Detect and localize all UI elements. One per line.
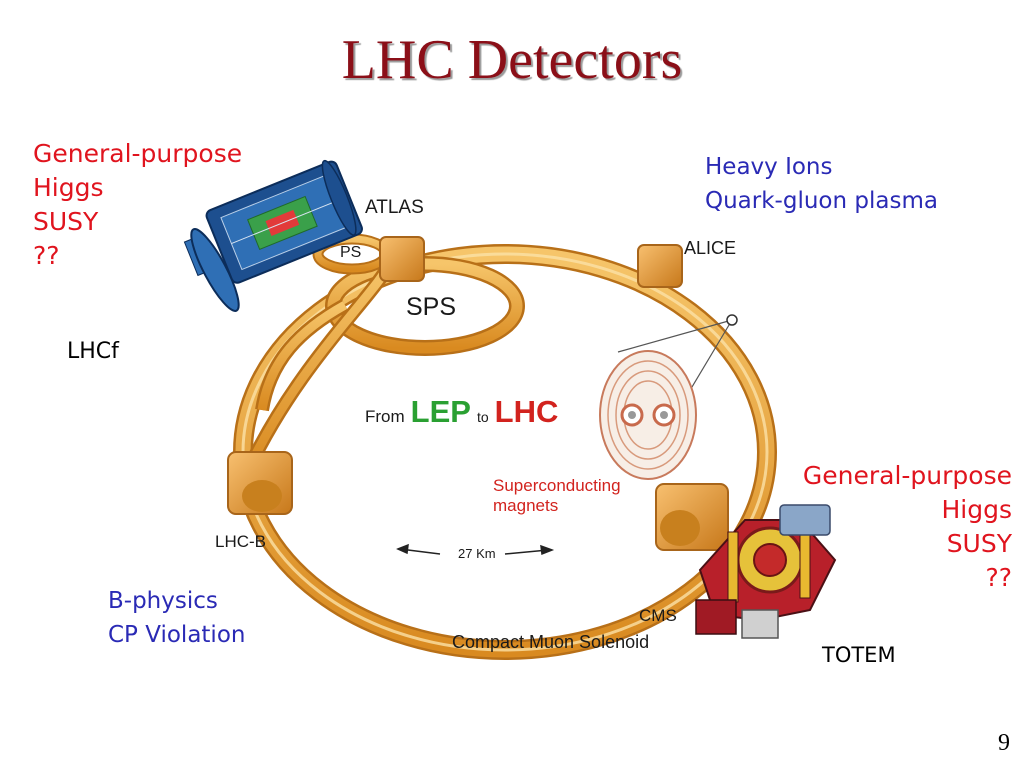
cms-physics-item: SUSY xyxy=(946,529,1012,558)
magnets-line-1: Superconducting xyxy=(493,476,621,495)
distance-label: 27 Km xyxy=(458,546,496,561)
magnets-caption: Superconducting magnets xyxy=(493,476,621,516)
lep-to-lhc-caption: From LEP to LHC xyxy=(365,394,558,430)
slide-title: LHC Detectors xyxy=(341,29,683,91)
alice-cavern xyxy=(637,244,683,288)
lhc-word: LHC xyxy=(494,394,559,429)
atlas-physics-item: Higgs xyxy=(33,173,104,202)
totem-label: TOTEM xyxy=(822,643,896,667)
alice-physics-item: Quark-gluon plasma xyxy=(705,188,938,214)
alice-physics-item: Heavy Ions xyxy=(705,154,833,180)
lhcb-physics-item: B-physics xyxy=(108,588,218,614)
lhcb-cavern xyxy=(227,451,293,515)
magnet-cross-section xyxy=(599,314,738,480)
atlas-physics-item: General-purpose xyxy=(33,139,243,168)
cms-full-name: Compact Muon Solenoid xyxy=(452,632,650,652)
atlas-label: ATLAS xyxy=(365,197,424,218)
cms-cavern xyxy=(655,483,729,551)
alice-label: ALICE xyxy=(684,238,737,258)
distance-arrow xyxy=(396,543,555,556)
from-word: From xyxy=(365,407,405,426)
cms-physics-list: General-purpose Higgs SUSY ?? xyxy=(803,459,1012,595)
lhcf-label: LHCf xyxy=(67,339,119,364)
atlas-cavern xyxy=(379,236,425,282)
lhcb-physics-list: B-physics CP Violation xyxy=(108,584,245,652)
alice-physics-list: Heavy Ions Quark-gluon plasma xyxy=(705,150,938,218)
lhcb-physics-item: CP Violation xyxy=(108,622,246,648)
atlas-physics-item: SUSY xyxy=(33,207,99,236)
cms-physics-item: General-purpose xyxy=(802,461,1012,490)
cms-physics-item: Higgs xyxy=(941,495,1012,524)
sps-label: SPS xyxy=(406,293,457,321)
page-number: 9 xyxy=(998,730,1010,756)
ps-label: PS xyxy=(340,244,362,261)
atlas-physics-item: ?? xyxy=(33,241,60,270)
transfer-lines xyxy=(241,259,397,473)
lhcb-label: LHC-B xyxy=(215,532,267,551)
cms-detector-image xyxy=(695,504,837,639)
atlas-physics-list: General-purpose Higgs SUSY ?? xyxy=(33,137,242,273)
magnets-line-2: magnets xyxy=(493,496,559,515)
cms-physics-item: ?? xyxy=(985,563,1012,592)
atlas-endcap-image xyxy=(190,228,240,312)
cms-label: CMS xyxy=(639,606,677,625)
to-word: to xyxy=(476,409,489,425)
lep-word: LEP xyxy=(410,394,471,429)
